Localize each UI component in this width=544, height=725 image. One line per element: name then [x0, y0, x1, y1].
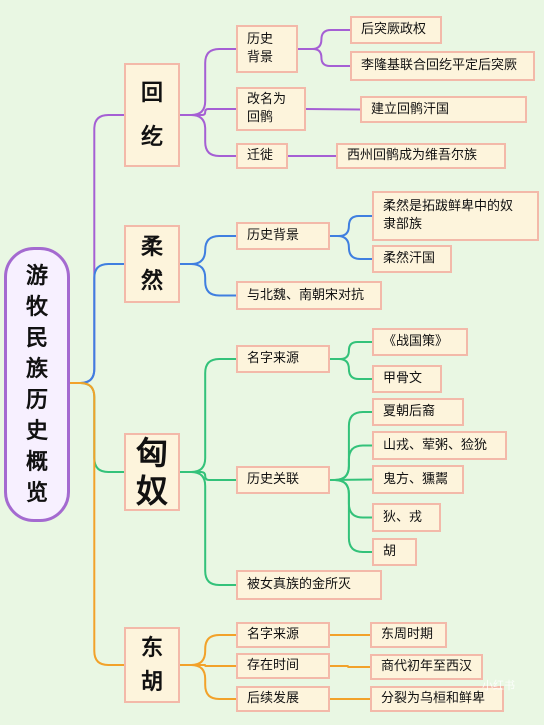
connector-xiongnu-leaf-1-1 [330, 444, 372, 481]
connector-rouran-leaf-0-1 [330, 235, 372, 260]
leaf-donghu-0-0: 东周时期 [370, 622, 447, 648]
root-title-char: 民 [25, 324, 48, 351]
category-title-char: 然 [140, 268, 163, 294]
connector-xiongnu-branch-0 [180, 358, 236, 473]
root-title-char: 概 [25, 448, 48, 475]
root-title-char: 游 [25, 262, 48, 289]
leaf-xiongnu-0-0: 《战国策》 [372, 328, 468, 356]
leaf-xiongnu-1-2: 鬼方、獯鬻 [372, 465, 464, 494]
category-title-char: 匈 [135, 434, 168, 472]
watermark: 小红书 [482, 679, 515, 692]
connector-xiongnu-branch-2 [180, 471, 236, 586]
connector-rouran-branch-0 [180, 235, 236, 265]
leaf-xiongnu-1-0: 夏朝后裔 [372, 398, 464, 426]
root-title-char: 览 [25, 479, 48, 506]
connector-xiongnu-leaf-0-0 [330, 341, 372, 360]
connector-huihe-branch-2 [180, 114, 236, 157]
category-donghu: 东胡 [124, 627, 180, 703]
branch-donghu-2: 后续发展 [236, 686, 330, 712]
leaf-xiongnu-1-3: 狄、戎 [372, 503, 441, 532]
leaf-rouran-0-1: 柔然汗国 [372, 245, 452, 273]
root-title-char: 史 [25, 417, 48, 444]
leaf-donghu-2-0: 分裂为乌桓和鲜卑 [370, 686, 504, 712]
branch-huihe-0: 历史 背景 [236, 25, 298, 73]
connector-donghu-branch-1 [180, 664, 236, 667]
branch-donghu-1: 存在时间 [236, 653, 330, 679]
connector-donghu-leaf-1-0 [330, 665, 370, 668]
root-title-char: 牧 [25, 293, 48, 320]
connector-huihe-leaf-0-1 [298, 48, 350, 67]
branch-xiongnu-2: 被女真族的金所灭 [236, 570, 382, 600]
connector-root-to-donghu [70, 382, 124, 666]
category-xiongnu: 匈奴 [124, 433, 180, 511]
connector-root-to-xiongnu [70, 382, 124, 473]
branch-donghu-0: 名字来源 [236, 622, 330, 648]
category-title-char: 奴 [135, 472, 168, 510]
connector-xiongnu-leaf-1-3 [330, 479, 372, 519]
branch-huihe-1: 改名为 回鹘 [236, 87, 306, 131]
category-title-char: 东 [140, 635, 163, 661]
leaf-xiongnu-0-1: 甲骨文 [372, 365, 442, 393]
root-title-char: 历 [25, 386, 48, 413]
leaf-donghu-1-0: 商代初年至西汉 [370, 654, 483, 680]
connector-root-to-rouran [70, 263, 124, 384]
connector-huihe-leaf-1-0 [305, 108, 361, 111]
category-title-char: 柔 [140, 234, 163, 260]
leaf-rouran-0-0: 柔然是拓跋鲜卑中的奴 隶部族 [372, 191, 539, 241]
leaf-huihe-2-0: 西州回鹘成为维吾尔族 [336, 143, 506, 169]
category-title-char: 回 [140, 80, 163, 106]
branch-xiongnu-0: 名字来源 [236, 345, 330, 373]
category-rouran: 柔然 [124, 225, 180, 303]
leaf-huihe-1-0: 建立回鹘汗国 [360, 96, 527, 123]
root-node: 游牧民族历史概览 [4, 247, 70, 522]
category-title-char: 胡 [140, 669, 163, 695]
branch-rouran-1: 与北魏、南朝宋对抗 [236, 281, 382, 310]
connector-root-to-huihe [70, 114, 124, 384]
connector-huihe-branch-0 [180, 48, 236, 116]
branch-rouran-0: 历史背景 [236, 222, 330, 250]
leaf-xiongnu-1-4: 胡 [372, 538, 417, 566]
root-title-char: 族 [25, 355, 48, 382]
connector-huihe-branch-1 [180, 108, 236, 116]
connector-xiongnu-leaf-1-4 [330, 479, 372, 553]
connector-xiongnu-branch-1 [180, 471, 236, 481]
branch-huihe-2: 迁徙 [236, 143, 288, 169]
connector-huihe-leaf-0-0 [298, 29, 350, 50]
connector-donghu-branch-2 [180, 664, 236, 700]
connector-rouran-leaf-0-0 [330, 215, 372, 237]
category-huihe: 回纥 [124, 63, 180, 167]
leaf-huihe-0-0: 后突厥政权 [350, 16, 442, 44]
connector-rouran-branch-1 [180, 263, 236, 297]
branch-xiongnu-1: 历史关联 [236, 466, 330, 494]
connector-xiongnu-leaf-0-1 [330, 358, 372, 380]
category-title-char: 纥 [140, 124, 163, 150]
leaf-huihe-0-1: 李隆基联合回纥平定后突厥 [350, 51, 535, 81]
connector-donghu-branch-0 [180, 634, 236, 666]
leaf-xiongnu-1-1: 山戎、荤粥、猃狁 [372, 431, 507, 460]
